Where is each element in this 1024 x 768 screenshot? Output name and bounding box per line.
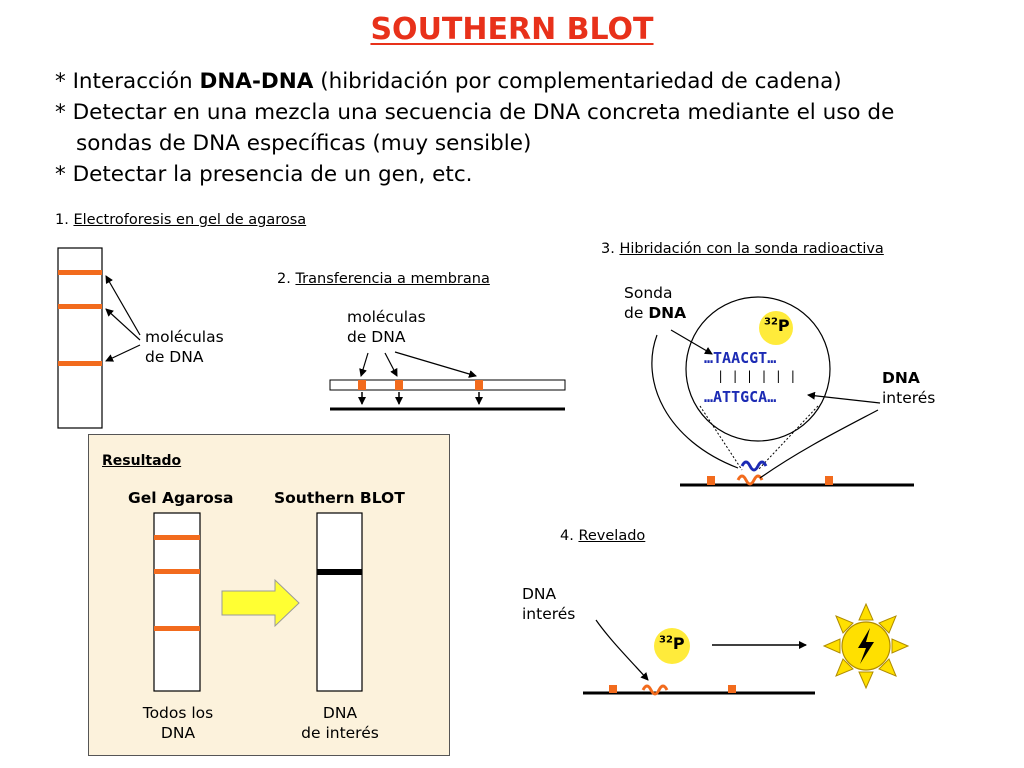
gel-band bbox=[58, 304, 102, 309]
gel-band bbox=[154, 626, 200, 631]
bullet-3: * Detectar la presencia de un gen, etc. bbox=[55, 162, 473, 187]
gel-band bbox=[154, 535, 200, 540]
step3-heading: 3. Hibridación con la sonda radioactiva bbox=[601, 241, 884, 257]
result-graphics bbox=[153, 512, 363, 692]
step4-heading: 4. Revelado bbox=[560, 528, 646, 544]
base-pair-bars: | | | | | | bbox=[717, 369, 797, 383]
step1-gel bbox=[57, 247, 141, 429]
step2-heading: 2. Transferencia a membrana bbox=[277, 271, 490, 287]
bullet-1: * Interacción DNA-DNA (hibridación por c… bbox=[55, 69, 842, 94]
step3-hybridization bbox=[651, 296, 914, 487]
sun-icon bbox=[822, 602, 910, 690]
blot-band bbox=[317, 569, 362, 575]
target-sequence: …ATTGCA… bbox=[704, 388, 777, 406]
gel-band bbox=[58, 361, 102, 366]
isotope-label: 32P bbox=[764, 316, 790, 335]
probe-sequence: …TAACGT… bbox=[704, 349, 777, 367]
gel-band bbox=[58, 270, 102, 275]
gel-agarose-label: Gel Agarosa bbox=[128, 489, 234, 507]
isotope-circle bbox=[759, 311, 793, 345]
step4-isotope-label: 32P bbox=[659, 634, 685, 653]
bullet-list: * Interacción DNA-DNA (hibridación por c… bbox=[55, 66, 894, 190]
step4-development bbox=[583, 602, 910, 696]
step2-membrane bbox=[329, 351, 566, 411]
arrow-right-icon bbox=[221, 578, 300, 628]
gel-band bbox=[154, 569, 200, 574]
page-title: SOUTHERN BLOT bbox=[370, 12, 654, 47]
step1-heading: 1. Electroforesis en gel de agarosa bbox=[55, 212, 307, 228]
result-heading: Resultado bbox=[102, 453, 182, 469]
southern-blot-label: Southern BLOT bbox=[274, 489, 405, 507]
bullet-2: * Detectar en una mezcla una secuencia d… bbox=[55, 100, 895, 125]
isotope-circle bbox=[654, 628, 690, 664]
probe-label: Sonda de DNA bbox=[624, 284, 687, 322]
bullet-2-continued: sondas de DNA específicas (muy sensible) bbox=[76, 131, 532, 156]
